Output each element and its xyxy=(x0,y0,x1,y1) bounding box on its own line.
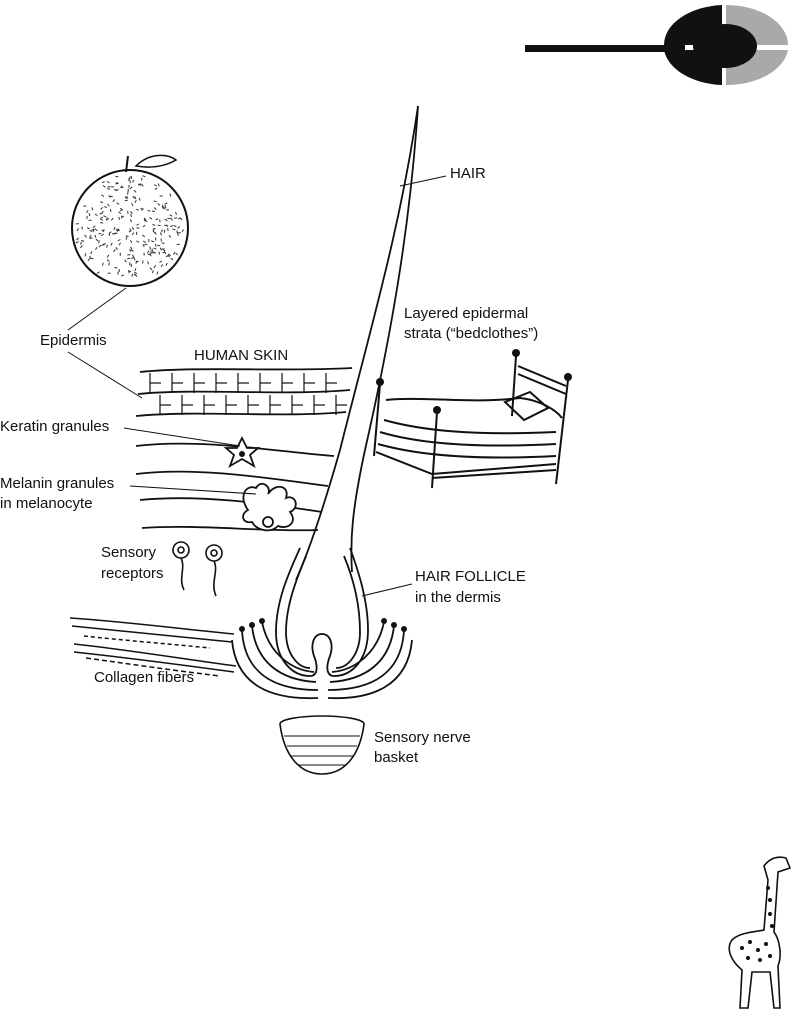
hair-label: HAIR xyxy=(450,164,486,184)
melanocyte xyxy=(243,484,296,531)
melanin-label-line1: Melanin granules xyxy=(0,474,114,494)
collagen-label: Collagen fibers xyxy=(94,668,194,688)
sensory-label-line2: receptors xyxy=(101,564,164,584)
sensory-label-line1: Sensory xyxy=(101,543,156,563)
keratin-granule xyxy=(226,438,258,466)
bed-label-line1: Layered epidermal xyxy=(404,304,528,324)
header-logo xyxy=(525,5,788,85)
follicle-label-line1: HAIR FOLLICLE xyxy=(415,567,526,587)
basket-illustration xyxy=(280,716,364,774)
basket-label-line2: basket xyxy=(374,748,418,768)
orange-illustration xyxy=(72,155,188,286)
basket-label-line1: Sensory nerve xyxy=(374,728,471,748)
keratin-label: Keratin granules xyxy=(0,417,109,437)
bed-illustration xyxy=(374,356,568,488)
sensory-receptors xyxy=(173,542,222,596)
follicle-label-line2: in the dermis xyxy=(415,588,501,608)
hair-shaft xyxy=(296,106,418,580)
human-skin-label: HUMAN SKIN xyxy=(194,346,288,366)
melanin-label-line2: in melanocyte xyxy=(0,494,93,514)
epidermis-label: Epidermis xyxy=(40,331,107,351)
giraffe-illustration xyxy=(729,857,790,1008)
bed-label-line2: strata (“bedclothes”) xyxy=(404,324,538,344)
